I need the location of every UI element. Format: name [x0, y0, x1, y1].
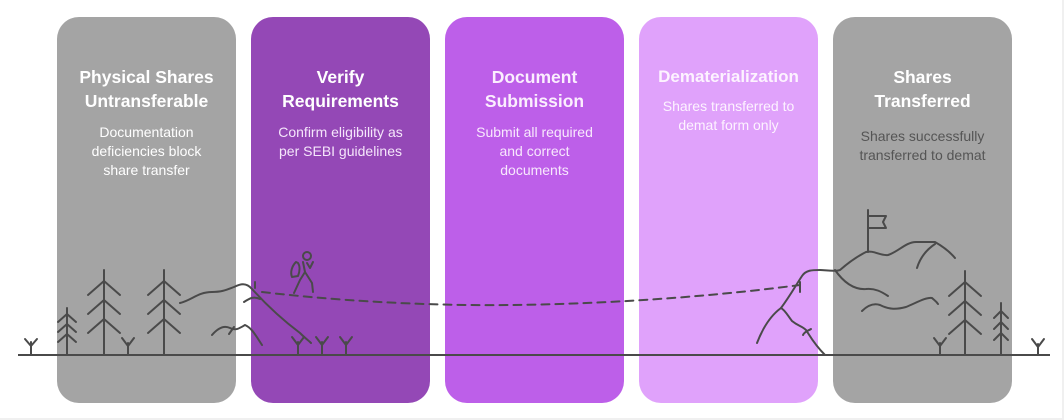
step-title-line: Dematerialization — [658, 67, 799, 86]
step-title: Dematerialization — [647, 65, 810, 89]
step-description: Documentation deficiencies block share t… — [65, 123, 228, 180]
step-title: Physical Shares Untransferable — [65, 65, 228, 113]
step-description-line: demat form only — [678, 117, 779, 133]
step-card-verify-requirements: Verify Requirements Confirm eligibility … — [251, 17, 430, 403]
step-description-line: Shares transferred to — [662, 98, 795, 114]
step-description: Confirm eligibility as per SEBI guidelin… — [259, 123, 422, 161]
step-description: Submit all required and correct document… — [453, 123, 616, 180]
step-title-line: Shares — [893, 67, 952, 87]
step-description: Shares transferred to demat form only — [647, 97, 810, 135]
step-title: Document Submission — [453, 65, 616, 113]
step-description-line: Confirm eligibility as — [278, 124, 403, 140]
step-description-line: share transfer — [103, 162, 190, 178]
step-description-line: Submit all required — [476, 124, 593, 140]
step-title-line: Untransferable — [84, 91, 209, 111]
step-title-line: Transferred — [874, 91, 971, 111]
step-description-line: documents — [500, 162, 569, 178]
step-title-line: Requirements — [282, 91, 399, 111]
step-title-line: Submission — [484, 91, 585, 111]
step-card-physical-shares: Physical Shares Untransferable Documenta… — [57, 17, 236, 403]
step-description-line: and correct — [499, 143, 570, 159]
step-title-line: Physical Shares — [79, 67, 214, 87]
step-description-line: Documentation — [99, 124, 194, 140]
step-card-shares-transferred: Shares Transferred Shares successfully t… — [833, 17, 1012, 403]
step-description-line: Shares successfully — [860, 128, 985, 144]
step-card-dematerialization: Dematerialization Shares transferred to … — [639, 17, 818, 403]
step-card-document-submission: Document Submission Submit all required … — [445, 17, 624, 403]
step-description: Shares successfully transferred to demat — [841, 127, 1004, 165]
step-description-line: transferred to demat — [859, 147, 986, 163]
step-title-line: Document — [491, 67, 578, 87]
step-title: Verify Requirements — [259, 65, 422, 113]
step-title-line: Verify — [316, 67, 365, 87]
step-description-line: deficiencies block — [91, 143, 202, 159]
step-description-line: per SEBI guidelines — [279, 143, 402, 159]
step-title: Shares Transferred — [841, 65, 1004, 113]
